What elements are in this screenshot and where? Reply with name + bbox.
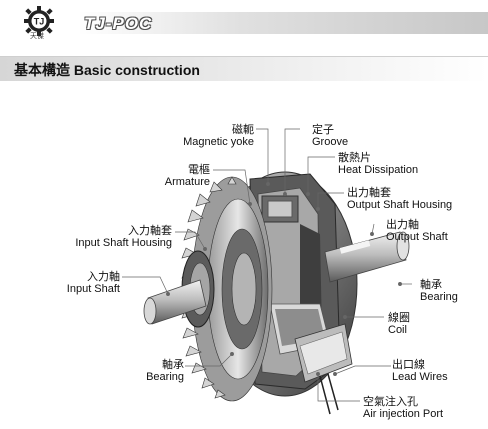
brand-name: TJ-POC — [84, 14, 153, 33]
label-groove: 定子 Groove — [312, 123, 348, 149]
label-en: Heat Dissipation — [338, 164, 419, 176]
label-zh: 軸承 — [420, 278, 442, 291]
label-armature: 電樞 Armature — [150, 163, 210, 189]
label-en: Bearing — [420, 291, 458, 303]
label-input-shaft-housing: 入力軸套 Input Shaft Housing — [72, 224, 172, 250]
label-zh: 散熱片 — [338, 151, 371, 164]
label-magnetic-yoke: 磁軛 Magnetic yoke — [170, 123, 254, 149]
label-zh: 空氣注入孔 — [363, 395, 418, 408]
label-en: Lead Wires — [392, 371, 448, 383]
logo-subtitle: 天傑 — [30, 32, 44, 40]
label-en: Air injection Port — [363, 408, 444, 420]
section-title: 基本構造 Basic construction — [14, 62, 200, 78]
label-en: Output Shaft — [386, 231, 448, 243]
label-zh: 入力軸套 — [128, 224, 172, 237]
label-zh: 定子 — [312, 123, 334, 136]
label-zh: 電樞 — [188, 163, 210, 176]
label-zh: 入力軸 — [87, 270, 120, 283]
label-lead-wires: 出口線 Lead Wires — [392, 358, 448, 384]
label-air-injection-port: 空氣注入孔 Air injection Port — [363, 395, 443, 421]
label-zh: 線圈 — [388, 311, 410, 324]
label-en: Bearing — [146, 371, 184, 383]
heat-dissipation-fins — [181, 176, 273, 402]
brand-band — [78, 12, 488, 34]
label-en: Groove — [312, 136, 349, 148]
leader-lines — [122, 128, 412, 402]
label-zh: 出口線 — [392, 358, 425, 371]
label-output-shaft: 出力軸 Output Shaft — [386, 218, 448, 244]
label-en: Coil — [388, 324, 407, 336]
output-shaft — [324, 231, 410, 283]
section-bar — [0, 56, 488, 81]
label-bearing-left: 軸承 Bearing — [130, 358, 184, 384]
label-en: Output Shaft Housing — [347, 199, 453, 211]
label-en: Magnetic yoke — [183, 136, 254, 148]
label-zh: 軸承 — [162, 358, 184, 371]
label-en: Armature — [164, 176, 210, 188]
input-shaft — [143, 279, 207, 325]
label-output-shaft-housing: 出力軸套 Output Shaft Housing — [347, 186, 452, 212]
label-heat-dissipation: 散熱片 Heat Dissipation — [338, 151, 418, 177]
logo-text: TJ — [34, 17, 45, 27]
coil-assembly — [294, 323, 353, 415]
label-input-shaft: 入力軸 Input Shaft — [50, 270, 120, 296]
label-coil: 線圈 Coil — [388, 311, 410, 337]
label-bearing-right: 軸承 Bearing — [420, 278, 458, 304]
gear-logo-icon: TJ — [24, 6, 54, 36]
label-zh: 出力軸套 — [347, 186, 391, 199]
header: TJ 天傑 TJ-POC — [0, 0, 488, 42]
clutch-diagram — [122, 128, 412, 415]
label-en: Input Shaft — [66, 283, 120, 295]
label-zh: 出力軸 — [386, 218, 419, 231]
label-zh: 磁軛 — [232, 123, 254, 136]
label-en: Input Shaft Housing — [75, 237, 172, 249]
